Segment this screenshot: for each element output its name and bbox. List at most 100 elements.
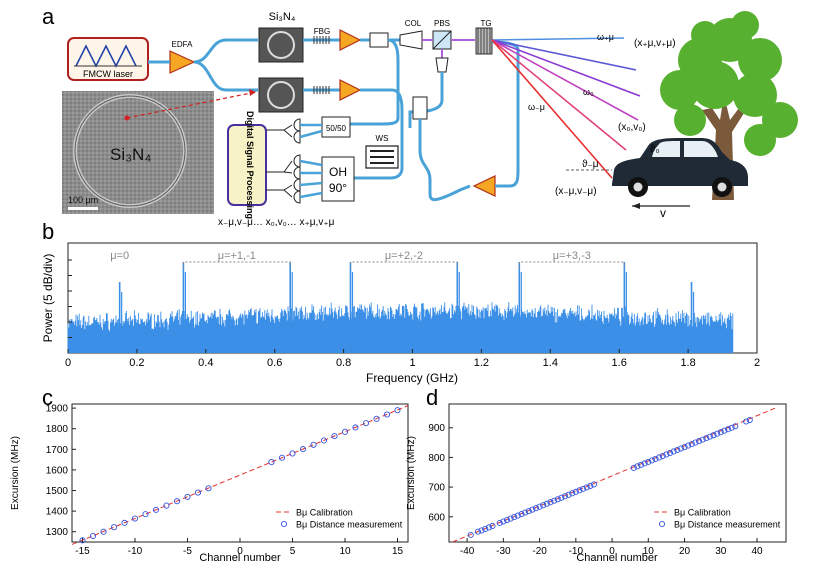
laser-label: FMCW laser: [83, 69, 133, 79]
data-point: [576, 487, 583, 494]
waveshaper-icon: [365, 145, 399, 169]
photodetector-icon: [293, 166, 301, 180]
dsp-label: Digital Signal Processing: [245, 111, 255, 219]
data-point: [732, 423, 739, 430]
circulator-box: [369, 32, 389, 48]
data-point: [100, 528, 107, 535]
data-point: [79, 537, 86, 544]
data-point: [467, 531, 474, 538]
x-axis-label: Channel number: [576, 552, 658, 564]
chirp-waveform-icon: [75, 44, 137, 68]
zoom-origin-dot: [124, 115, 130, 121]
x-tick-label: 0.2: [129, 357, 144, 369]
data-point: [184, 493, 191, 500]
x-axis-label: Frequency (GHz): [366, 371, 458, 385]
x-tick-label: 40: [751, 546, 763, 557]
fiber: [350, 38, 400, 126]
data-point: [710, 432, 717, 439]
data-point: [554, 496, 561, 503]
data-point: [721, 427, 728, 434]
data-point: [500, 518, 507, 525]
photodetector-icon: [293, 130, 301, 144]
data-point: [503, 516, 511, 524]
y-axis-label: Power (5 dB/div): [41, 254, 55, 343]
data-point: [152, 506, 160, 513]
peak-pair-label: μ=+3,-3: [553, 250, 591, 262]
data-point: [536, 503, 543, 510]
data-point: [561, 493, 569, 500]
data-point: [547, 499, 554, 506]
y-tick-label: 1700: [46, 445, 69, 456]
laser-beam: [491, 39, 637, 71]
legend-swatch-measurement: [280, 520, 288, 528]
data-point: [310, 441, 317, 448]
pbs-diagonal: [432, 30, 452, 50]
data-point: [703, 435, 710, 442]
data-point: [496, 519, 503, 527]
pbs-label: PBS: [434, 19, 450, 28]
zoom-indicator-arrow: [126, 91, 257, 119]
data-point: [641, 460, 648, 467]
y-tick-label: 1500: [46, 486, 69, 497]
peak-pair-label: μ=+1,-1: [218, 250, 256, 262]
data-point: [278, 454, 286, 461]
x-tick-label: 0: [609, 546, 615, 557]
theta-zero-label: ϑ₀: [650, 144, 660, 155]
data-point: [648, 457, 655, 464]
data-point: [489, 522, 496, 530]
amplifier-icon: [472, 175, 496, 197]
data-point: [478, 527, 485, 534]
x-tick-label: 10: [643, 546, 655, 557]
x-tick-label: 30: [715, 546, 727, 557]
photodetector-icon: [293, 190, 301, 204]
x-tick-label: 10: [339, 546, 351, 557]
data-point: [699, 436, 706, 443]
data-point: [522, 509, 529, 516]
y-tick-label: 1300: [46, 527, 69, 538]
data-point: [656, 454, 663, 461]
data-point: [580, 485, 587, 492]
x-tick-label: 0: [237, 546, 243, 557]
laser-beam: [491, 39, 613, 179]
data-point: [532, 505, 540, 512]
y-tick-label: 800: [428, 453, 445, 464]
col-label: COL: [405, 19, 422, 28]
panel-a-schematic: a FMCW laser EDFA Si₃N₄ FBG: [42, 4, 798, 228]
electrical-lines: [283, 124, 293, 198]
data-point: [724, 426, 732, 433]
data-point: [565, 491, 572, 498]
data-point: [638, 461, 645, 468]
data-point: [540, 502, 547, 509]
splitter-label: 50/50: [326, 124, 347, 133]
data-point: [746, 416, 753, 424]
fbg-grating-icon: [313, 36, 330, 44]
fiber: [418, 119, 471, 202]
peak-label: μ=0: [110, 250, 129, 262]
beam-fan: [491, 37, 641, 179]
data-point: [331, 433, 338, 440]
x-tick-label: 5: [290, 546, 296, 557]
x-tick-label: 0.8: [336, 357, 351, 369]
data-point: [394, 407, 401, 414]
laser-beam: [491, 39, 627, 151]
data-point: [474, 528, 482, 535]
y-tick-label: 900: [428, 423, 445, 434]
fiber: [193, 60, 258, 92]
x-tick-label: 1.8: [680, 357, 695, 369]
x-tick-label: 20: [679, 546, 691, 557]
coord-zero-label: (x₀,v₀): [618, 122, 646, 133]
panel-b-letter: b: [42, 219, 54, 244]
fbg-grating-icon: [313, 86, 330, 94]
data-point: [173, 498, 181, 505]
calibration-line: [71, 405, 409, 545]
photodetector-array: [293, 118, 301, 204]
edfa-amplifier-icon: [169, 50, 196, 74]
data-point: [630, 464, 637, 471]
amplifier-icon: [339, 29, 362, 51]
coord-plus-label: (x₊μ,v₊μ): [634, 38, 676, 49]
data-point: [268, 459, 275, 466]
